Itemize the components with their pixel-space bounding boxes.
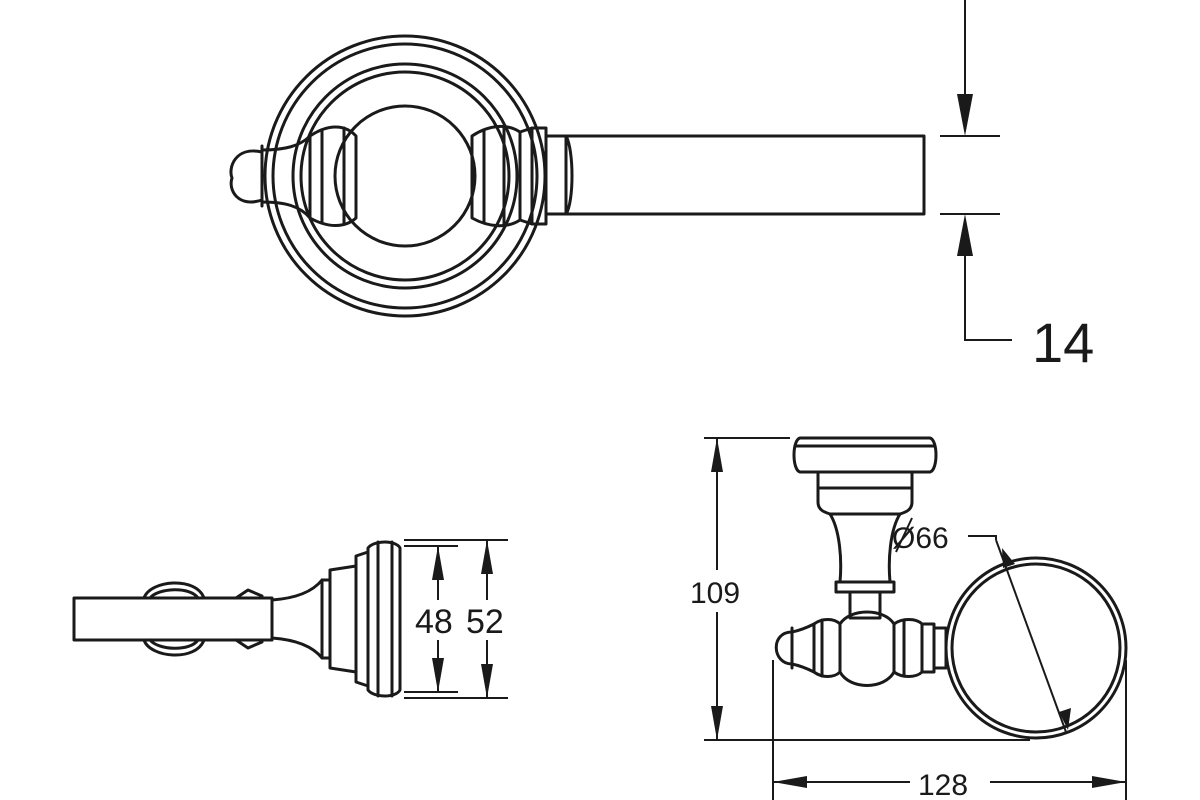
left-finial <box>774 630 794 666</box>
arm-base-disc <box>544 134 574 216</box>
rosette-ring-2 <box>271 42 539 310</box>
dim-label-128: 128 <box>918 769 968 800</box>
dimension-109: 109 <box>690 437 1030 741</box>
dim-label-48: 48 <box>415 603 453 641</box>
arm <box>564 134 926 216</box>
dim-label-109: 109 <box>690 577 740 610</box>
dim-label-diameter-66: Ø66 <box>892 522 949 555</box>
wall-plate <box>792 436 938 474</box>
side-rosette <box>142 581 206 600</box>
top-view: 14 <box>229 0 1094 374</box>
dimension-diameter-66: Ø66 <box>892 517 1071 733</box>
dim-label-52: 52 <box>466 603 504 641</box>
side-base-plate <box>354 550 370 688</box>
left-collar <box>308 125 358 227</box>
finial <box>229 149 264 204</box>
glass-ring-inner <box>950 562 1122 734</box>
glass-ring-outer <box>944 556 1128 740</box>
stem <box>828 512 902 584</box>
central-hub <box>838 610 896 687</box>
dim-label-14: 14 <box>1032 311 1094 374</box>
rosette-ring-4 <box>299 70 511 282</box>
rosette-ring-3 <box>291 62 519 290</box>
side-neck <box>270 578 324 660</box>
upper-post <box>816 470 914 516</box>
dimension-128: 128 <box>772 660 1127 800</box>
dimension-14: 14 <box>940 0 1094 374</box>
side-view: 48 52 <box>72 539 508 699</box>
rosette-center-ring <box>333 104 477 248</box>
side-arm <box>72 596 274 642</box>
front-view: Ø66 109 128 <box>690 436 1128 800</box>
dimension-48-52: 48 52 <box>404 539 508 699</box>
